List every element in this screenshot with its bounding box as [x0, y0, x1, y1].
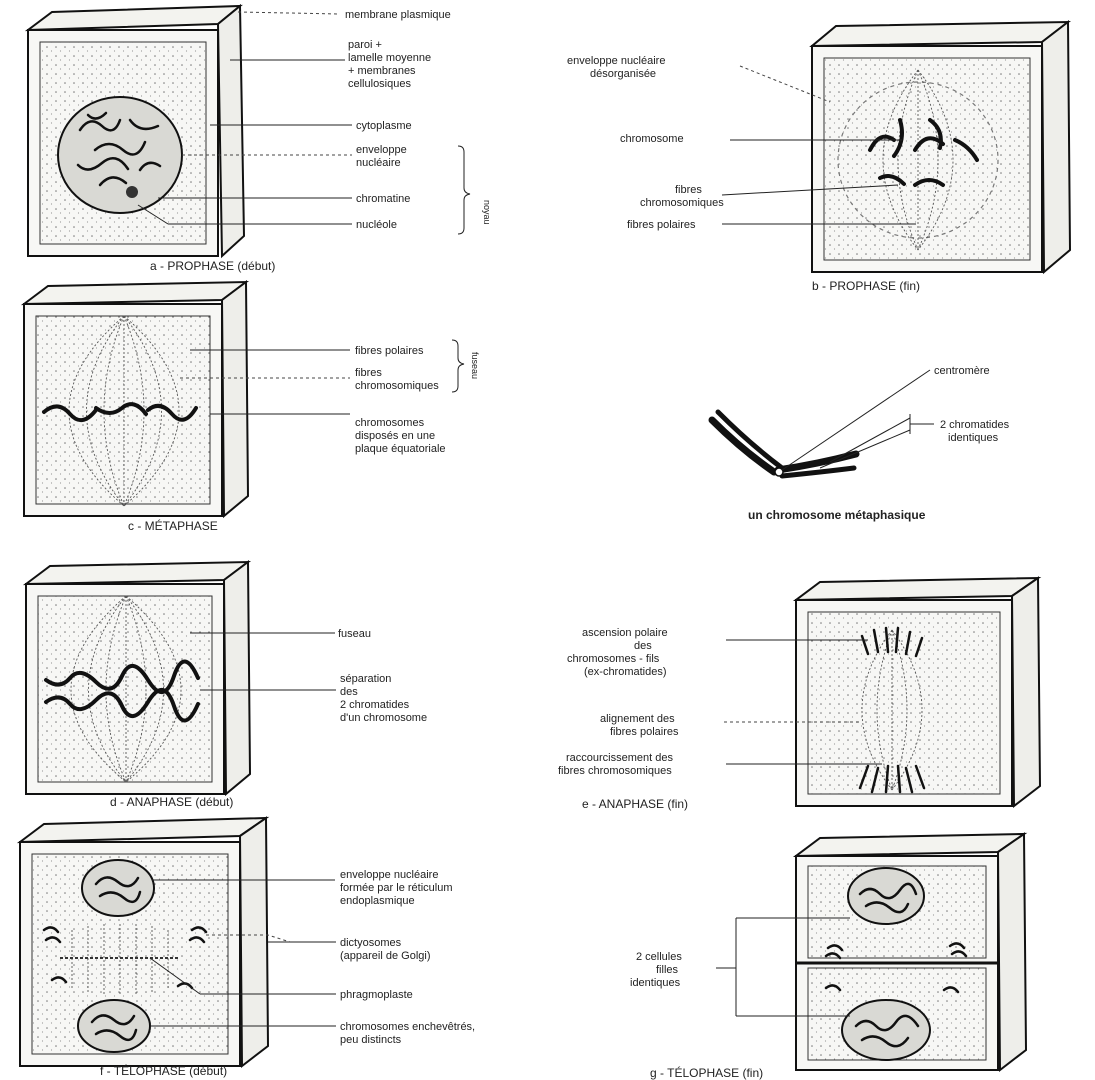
label-fuseau-c: fuseau [470, 352, 480, 379]
label-chr-disp-2: disposés en une [355, 430, 435, 442]
label-fib-pol-c: fibres polaires [355, 345, 424, 357]
label-env-desorg-2: désorganisée [590, 68, 656, 80]
nucleus-f-bottom [78, 1000, 150, 1052]
label-chromatides-2: identiques [948, 432, 999, 444]
label-chr-f-1: chromosomes enchevêtrés, [340, 1021, 475, 1033]
nucleolus-a [126, 186, 138, 198]
label-env-f-2: formée par le réticulum [340, 882, 453, 894]
label-dict-2: (appareil de Golgi) [340, 950, 431, 962]
label-chromosome: chromosome [620, 133, 684, 145]
label-asc-1: ascension polaire [582, 627, 668, 639]
label-fib-pol-b: fibres polaires [627, 219, 696, 231]
panel-d-anaphase-debut [26, 562, 250, 794]
label-filles-1: 2 cellules [636, 951, 682, 963]
label-racc-1: raccourcissement des [566, 752, 673, 764]
label-sep-4: d'un chromosome [340, 712, 427, 724]
label-env-desorg-1: enveloppe nucléaire [567, 55, 665, 67]
caption-e: e - ANAPHASE (fin) [582, 797, 688, 811]
label-enveloppe-2: nucléaire [356, 157, 401, 169]
label-racc-2: fibres chromosomiques [558, 765, 672, 777]
caption-c: c - MÉTAPHASE [128, 518, 218, 533]
panel-a-prophase-debut [28, 6, 244, 256]
nucleus-a [58, 97, 182, 213]
label-dict-1: dictyosomes [340, 937, 402, 949]
label-enveloppe-1: enveloppe [356, 144, 407, 156]
caption-f: f - TÉLOPHASE (début) [100, 1063, 227, 1078]
label-centromere: centromère [934, 365, 990, 377]
label-phragmo: phragmoplaste [340, 989, 413, 1001]
label-paroi-2: lamelle moyenne [348, 52, 431, 64]
nucleus-f-top [82, 860, 154, 916]
nucleus-g-top [848, 868, 924, 924]
panel-g-telophase-fin [796, 834, 1026, 1070]
label-nucleole: nucléole [356, 219, 397, 231]
label-fib-chr-c-1: fibres [355, 367, 382, 379]
label-asc-2: des [634, 640, 652, 652]
label-chr-meta: un chromosome métaphasique [748, 508, 926, 522]
label-noyau: noyau [482, 200, 492, 225]
label-env-f-3: endoplasmique [340, 895, 415, 907]
label-fib-chr-c-2: chromosomiques [355, 380, 439, 392]
label-paroi-4: cellulosiques [348, 78, 411, 90]
brace-noyau [458, 146, 470, 234]
centromere-dot [775, 468, 783, 476]
label-filles-2: filles [656, 964, 679, 976]
caption-g: g - TÉLOPHASE (fin) [650, 1065, 763, 1080]
label-chromatides-1: 2 chromatides [940, 419, 1010, 431]
label-chr-f-2: peu distincts [340, 1034, 402, 1046]
label-membrane-plasmique: membrane plasmique [345, 9, 451, 21]
label-chr-disp-3: plaque équatoriale [355, 443, 446, 455]
label-asc-4: (ex-chromatides) [584, 666, 667, 678]
label-align-1: alignement des [600, 713, 675, 725]
label-sep-2: des [340, 686, 358, 698]
label-paroi-3: + membranes [348, 65, 416, 77]
label-cytoplasme: cytoplasme [356, 120, 412, 132]
panel-b-prophase-fin [812, 22, 1070, 272]
panel-c-metaphase [24, 282, 248, 516]
metaphase-chromosome-detail: centromère 2 chromatides identiques un c… [712, 365, 1010, 522]
label-sep-3: 2 chromatides [340, 699, 410, 711]
label-chromatine: chromatine [356, 193, 410, 205]
label-fib-chr-b-1: fibres [675, 184, 702, 196]
label-filles-3: identiques [630, 977, 681, 989]
label-asc-3: chromosomes - fils [567, 653, 660, 665]
label-fib-chr-b-2: chromosomiques [640, 197, 724, 209]
label-env-f-1: enveloppe nucléaire [340, 869, 438, 881]
label-sep-1: séparation [340, 673, 391, 685]
caption-b: b - PROPHASE (fin) [812, 279, 920, 293]
label-paroi-1: paroi + [348, 39, 382, 51]
caption-a: a - PROPHASE (début) [150, 259, 275, 273]
panel-f-telophase-debut [20, 818, 268, 1066]
brace-fuseau [452, 340, 464, 392]
label-chr-disp-1: chromosomes [355, 417, 425, 429]
caption-d: d - ANAPHASE (début) [110, 795, 233, 809]
label-align-2: fibres polaires [610, 726, 679, 738]
label-fuseau-d: fuseau [338, 628, 371, 640]
panel-e-anaphase-fin [796, 578, 1040, 806]
